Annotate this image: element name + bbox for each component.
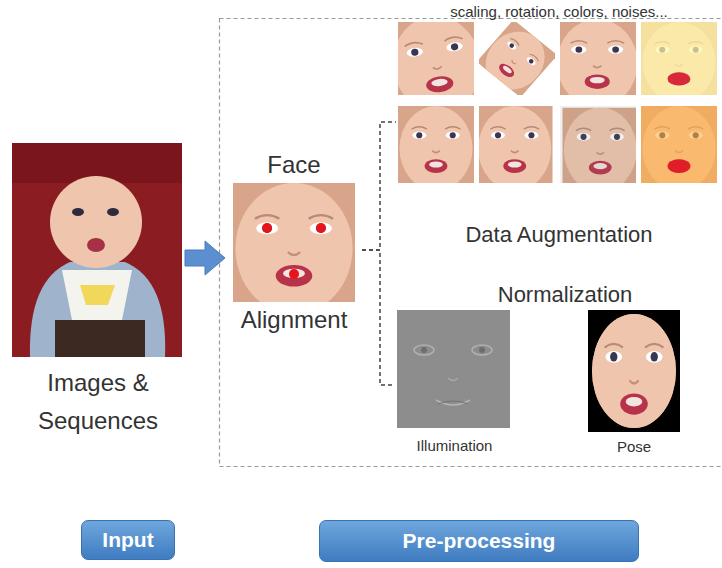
baby-clothes (30, 262, 165, 357)
chair (55, 320, 145, 357)
button-label: Pre-processing (320, 528, 638, 554)
face-picture (473, 19, 558, 101)
color-shift (641, 106, 717, 183)
stage-button: Pre-processing (319, 520, 639, 562)
face-picture (555, 19, 639, 107)
pose-image (588, 310, 680, 442)
landmark-dot (289, 269, 299, 279)
photo-background (12, 143, 182, 357)
input-photo (12, 143, 182, 357)
augmented-faces (385, 10, 717, 192)
alignment-image: FaceAlignment (226, 150, 362, 336)
masked-face (588, 312, 680, 442)
augmentation-group: scaling, rotation, colors, noises... Data… (396, 0, 722, 250)
aligned-face (233, 183, 355, 314)
caption-text: Images & Sequences (12, 364, 184, 440)
thumbnail (477, 106, 553, 191)
eye-outline (472, 345, 492, 355)
section-heading: Normalization (430, 281, 700, 309)
baby-bib (62, 270, 132, 320)
nose-line (448, 378, 458, 381)
baby-eye (72, 208, 84, 216)
eye-outline (414, 345, 434, 355)
pose-image: Pose (583, 310, 685, 458)
thumbnail (641, 22, 717, 102)
caption-text: Data Augmentation (396, 221, 722, 249)
caption-text: Face (226, 150, 362, 180)
thumbnail (473, 19, 558, 101)
input-image: Images & Sequences (12, 143, 184, 443)
landmark-dot (262, 223, 272, 233)
flow-arrow (185, 241, 225, 275)
thumbnail (555, 19, 639, 107)
button-label: Input (82, 527, 174, 553)
bracket-line (362, 122, 396, 250)
color-shift (641, 22, 717, 95)
thumbnail (385, 10, 489, 118)
face-picture (641, 22, 717, 102)
eye-pupil (479, 347, 485, 353)
bracket-line (362, 250, 392, 385)
caption-text: Pose (583, 437, 685, 457)
face-picture (588, 312, 680, 442)
mouth (668, 159, 691, 173)
face-picture (233, 183, 355, 314)
face-picture (477, 106, 553, 191)
face-image (233, 183, 355, 314)
illumination-image: Illumination (392, 310, 517, 458)
thumbnail (641, 106, 717, 191)
face-image (588, 312, 680, 442)
caption-text: Illumination (392, 436, 517, 456)
baby-mouth (87, 238, 105, 252)
stage-button: Input (81, 520, 175, 560)
baby-face (50, 176, 142, 268)
face-picture (385, 10, 489, 118)
illumination-ground (397, 310, 510, 428)
landmark-dot (316, 223, 326, 233)
mouth-line (438, 401, 468, 404)
face-picture (641, 106, 717, 191)
thumbnail (560, 106, 638, 192)
face-picture (398, 106, 474, 191)
caption-text: Alignment (226, 305, 362, 335)
bib-pattern (80, 285, 115, 305)
baby-eye (107, 208, 119, 216)
illumination-image (397, 310, 510, 428)
thumbnail (398, 106, 474, 191)
eye-pupil (421, 347, 427, 353)
mouth (668, 72, 691, 85)
caption-text: scaling, rotation, colors, noises... (396, 2, 722, 22)
mouth-line (436, 400, 470, 405)
noise-shade (560, 106, 636, 183)
